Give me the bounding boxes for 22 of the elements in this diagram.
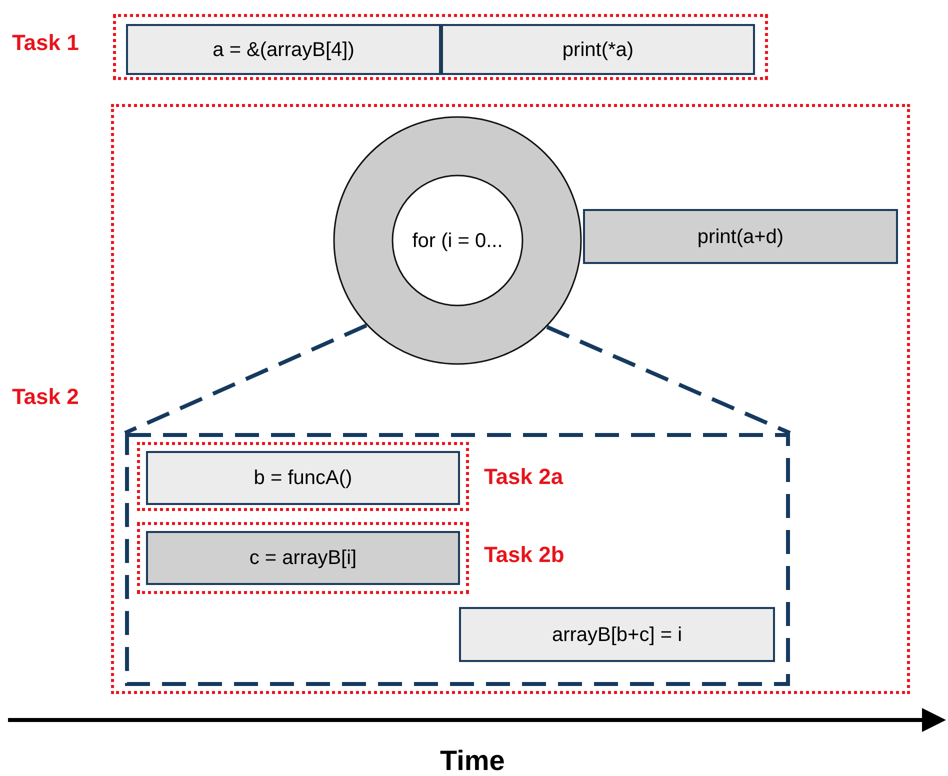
task-label: Task 2b xyxy=(484,544,564,566)
code-statement: b = funcA() xyxy=(254,466,352,491)
code-statement: arrayB[b+c] = i xyxy=(552,622,682,648)
dashed-zoom-line xyxy=(546,325,791,435)
code-statement: a = &(arrayB[4]) xyxy=(212,38,354,62)
statement-box xyxy=(146,451,460,505)
axis-label: Time xyxy=(440,744,505,776)
task-label: Task 2a xyxy=(484,466,564,488)
statement-box xyxy=(146,531,460,585)
code-statement: c = arrayB[i] xyxy=(249,546,357,571)
code-statement: print(a+d) xyxy=(697,224,784,250)
task-label: Task 2 xyxy=(12,386,79,408)
code-statement: print(*a) xyxy=(562,38,634,62)
task-label: Task 1 xyxy=(12,32,79,54)
dashed-zoom-box xyxy=(125,433,790,686)
dashed-zoom-line xyxy=(124,324,368,435)
statement-box xyxy=(459,607,775,662)
statement-box xyxy=(126,24,441,75)
statement-box xyxy=(441,24,755,75)
loop-ring xyxy=(333,116,582,365)
statement-box xyxy=(583,209,898,264)
loop-label: for (i = 0... xyxy=(412,228,503,254)
